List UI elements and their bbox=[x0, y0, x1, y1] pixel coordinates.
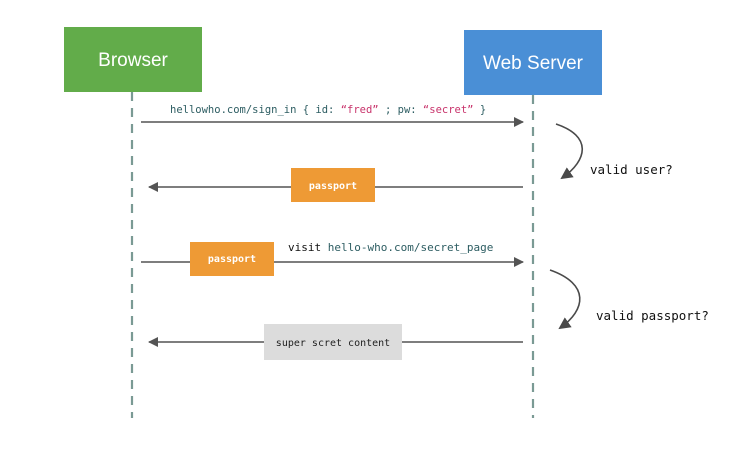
message-visit-secret: passport visit hello-who.com/secret_page bbox=[141, 241, 524, 276]
pw-key: pw: bbox=[398, 104, 423, 116]
message-secret-content: super scret content bbox=[148, 324, 523, 360]
valid-user-note: valid user? bbox=[590, 162, 673, 177]
sign-in-request-text: hellowho.com/sign_in { id: “fred” ; pw: … bbox=[170, 104, 486, 116]
server-actor: Web Server bbox=[464, 30, 602, 95]
secret-content-box bbox=[264, 324, 402, 360]
sign-in-url: hellowho.com/sign_in { bbox=[170, 104, 315, 116]
note-valid-passport: valid passport? bbox=[549, 269, 709, 330]
id-value: “fred” bbox=[341, 104, 379, 116]
visit-url: hello-who.com/secret_page bbox=[328, 241, 494, 254]
passport-badge-request-label: passport bbox=[208, 254, 256, 265]
id-key: id: bbox=[315, 104, 340, 116]
curved-arrow-icon bbox=[549, 269, 581, 330]
message-passport-response: passport bbox=[148, 168, 523, 202]
note-valid-user: valid user? bbox=[555, 123, 673, 180]
separator: ; bbox=[385, 104, 398, 116]
server-label: Web Server bbox=[483, 53, 584, 74]
secret-content-label: super scret content bbox=[276, 338, 390, 349]
browser-box bbox=[64, 27, 202, 92]
server-box bbox=[464, 30, 602, 95]
visit-request-text: visit hello-who.com/secret_page bbox=[288, 241, 493, 254]
passport-badge-response-label: passport bbox=[309, 181, 357, 192]
message-sign-in: hellowho.com/sign_in { id: “fred” ; pw: … bbox=[141, 104, 524, 127]
pw-value: “secret” bbox=[423, 104, 474, 116]
passport-badge-request bbox=[190, 242, 274, 276]
valid-passport-note: valid passport? bbox=[596, 308, 709, 323]
closing-brace: } bbox=[480, 104, 486, 116]
browser-actor: Browser bbox=[64, 27, 202, 92]
visit-word: visit bbox=[288, 241, 328, 254]
passport-badge-response bbox=[291, 168, 375, 202]
curved-arrow-icon bbox=[555, 123, 584, 180]
browser-label: Browser bbox=[98, 50, 168, 71]
